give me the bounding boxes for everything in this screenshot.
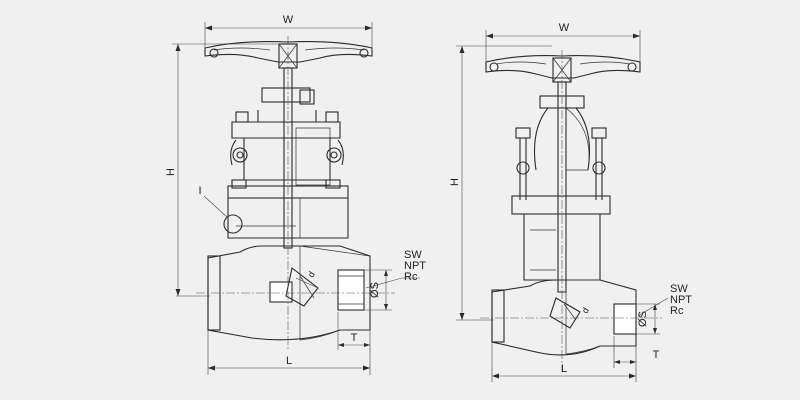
right-dia-label: ØS [637,311,649,327]
right-height-label: H [449,178,461,186]
right-thread-label: T [653,349,660,361]
left-handwheel [204,41,373,69]
left-conn-sw: SW [404,249,422,261]
left-dia-label: ØS [369,282,381,298]
left-bore-label: d [306,270,317,279]
left-valve [196,36,395,350]
right-width-label: W [559,22,570,34]
left-height-label: H [165,168,177,176]
right-conn-rc: Rc [670,305,684,317]
right-valve [480,50,662,372]
left-detail-label: I [198,185,201,197]
left-thread-label: T [351,332,358,344]
right-conn-sw: SW [670,283,688,295]
left-conn-npt: NPT [404,260,426,272]
left-dimensions [172,22,420,375]
left-conn-rc: Rc [404,271,418,283]
left-length-label: L [286,355,292,367]
right-length-label: L [561,363,567,375]
right-handwheel [485,55,641,83]
right-conn-npt: NPT [670,294,692,306]
right-dimensions [456,30,669,382]
right-bore-label: d [580,306,591,315]
left-width-label: W [283,14,294,26]
